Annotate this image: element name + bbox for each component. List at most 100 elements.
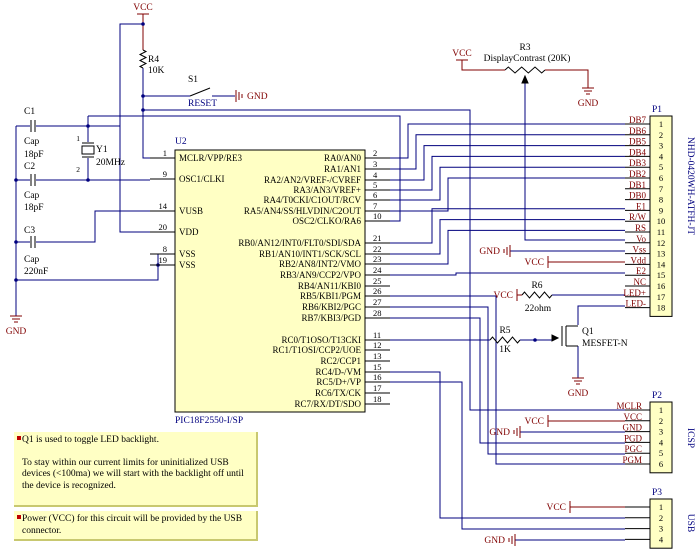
pin-number: 6 <box>373 190 377 200</box>
pin-name: RA1/AN1 <box>324 164 361 174</box>
parts <box>10 13 673 549</box>
junction-dot <box>141 22 145 26</box>
wire <box>390 381 625 530</box>
pin-name: RC5/D+/VP <box>316 377 361 387</box>
note-marker <box>17 515 21 519</box>
net-label: Vss <box>632 245 646 255</box>
pin-number: 1 <box>659 502 663 512</box>
wire <box>390 229 625 265</box>
switch-lever <box>189 87 211 97</box>
pin-number: 21 <box>373 233 382 243</box>
connector-p2 <box>649 401 673 474</box>
wire <box>390 155 625 191</box>
pin-name: RC4/D-/VM <box>315 367 361 377</box>
gnd-label: GND <box>578 99 599 109</box>
pin-number: 2 <box>659 416 663 426</box>
vcc-label: VCC <box>452 49 472 59</box>
part-value: 20MHz <box>96 158 125 168</box>
pin-number: 27 <box>373 297 382 307</box>
net-label: PGM <box>622 455 642 465</box>
pin-name: RB5/KBI1/PGM <box>300 291 361 301</box>
pin-name: RA0/AN0 <box>324 153 362 163</box>
wire <box>390 177 625 212</box>
pin-number: 5 <box>373 180 377 190</box>
net-label: DB3 <box>629 158 647 168</box>
chip-u2 <box>174 149 366 413</box>
net-label: DB2 <box>629 169 646 179</box>
part-ref: R6 <box>531 281 542 291</box>
net-label: MCLR <box>616 401 642 411</box>
pin-number: 17 <box>657 292 666 302</box>
wiper-arrow <box>521 74 529 84</box>
part-value: 18pF <box>24 203 44 213</box>
wire <box>390 123 625 159</box>
note-marker <box>17 436 21 440</box>
vcc-label: VCC <box>524 258 544 268</box>
gnd-label: GND <box>568 389 589 399</box>
pin-number: 15 <box>373 362 382 372</box>
net-label: Vo <box>636 234 646 244</box>
pin-name: RB4/AN11/KBI0 <box>298 281 362 291</box>
part-ref: C2 <box>24 162 35 172</box>
pin-name: RB7/KBI3/PGD <box>301 313 361 323</box>
pin-number: 4 <box>659 437 664 447</box>
wire <box>390 272 625 276</box>
wire <box>390 166 625 201</box>
crystal <box>81 145 95 155</box>
pin-number: 25 <box>373 276 382 286</box>
part-ref: C1 <box>24 107 35 117</box>
note-text: To stay within our current limits for un… <box>22 457 244 491</box>
pin-number: 3 <box>373 159 377 169</box>
wire <box>143 109 625 411</box>
pin-number: 1 <box>659 119 663 129</box>
pin-name: RC2/CCP1 <box>320 356 361 366</box>
net-label: DB1 <box>629 180 646 190</box>
pin-number: 6 <box>659 173 663 183</box>
resistor <box>138 49 148 69</box>
net-label: RS <box>635 223 646 233</box>
part-value: 22ohm <box>525 304 552 314</box>
pin-number: 16 <box>657 281 666 291</box>
connector-p1 <box>649 115 673 317</box>
pin-number: 5 <box>659 162 663 172</box>
wire <box>390 317 625 444</box>
pin-name: RC1/T1OSI/CCP2/UOE <box>272 345 361 355</box>
wire <box>390 145 625 181</box>
wire <box>119 23 150 233</box>
pin-number: 1 <box>76 134 80 143</box>
resistor <box>521 291 553 299</box>
chip-ref: U2 <box>175 137 187 147</box>
pin-number: 4 <box>373 170 378 180</box>
part-ref: S1 <box>188 75 198 85</box>
pin-number: 4 <box>659 534 664 544</box>
pin-number: 14 <box>657 259 666 269</box>
part-value: MESFET-N <box>582 339 628 349</box>
pin-name: RB0/AN12/INT0/FLT0/SDI/SDA <box>238 238 361 248</box>
wires <box>14 14 625 541</box>
pin-name: OSC1/CLKI <box>179 174 225 184</box>
resistor <box>504 66 546 74</box>
wire <box>461 60 505 71</box>
pin-number: 1 <box>163 148 167 158</box>
pin-number: 11 <box>657 227 665 237</box>
net-label: E1 <box>636 201 646 211</box>
pin-name: OSC2/CLKO/RA6 <box>292 216 361 226</box>
note-text: Q1 is used to toggle LED backlight. <box>22 435 159 445</box>
part-value: 1K <box>499 345 511 355</box>
part-value: 220nF <box>24 267 48 277</box>
pin-number: 26 <box>373 286 382 296</box>
gnd-label: GND <box>484 536 505 546</box>
note-text: Power (VCC) for this circuit will be pro… <box>22 514 243 536</box>
net-label: DB0 <box>629 191 647 201</box>
pin-number: 20 <box>159 222 168 232</box>
pin-number: 10 <box>657 216 666 226</box>
net-label: DB7 <box>629 115 647 125</box>
pin-name: VDD <box>179 227 199 237</box>
pin-name: RC0/T1OSO/T13CKI <box>281 335 361 345</box>
gnd-label: GND <box>6 327 27 337</box>
pin-name: RB1/AN10/INT1/SCK/SCL <box>259 249 361 259</box>
connector-p3 <box>649 498 673 549</box>
pin-name: RA5/AN4/SS/HLVDIN/C2OUT <box>244 206 362 216</box>
connector-ref: P3 <box>652 488 662 498</box>
